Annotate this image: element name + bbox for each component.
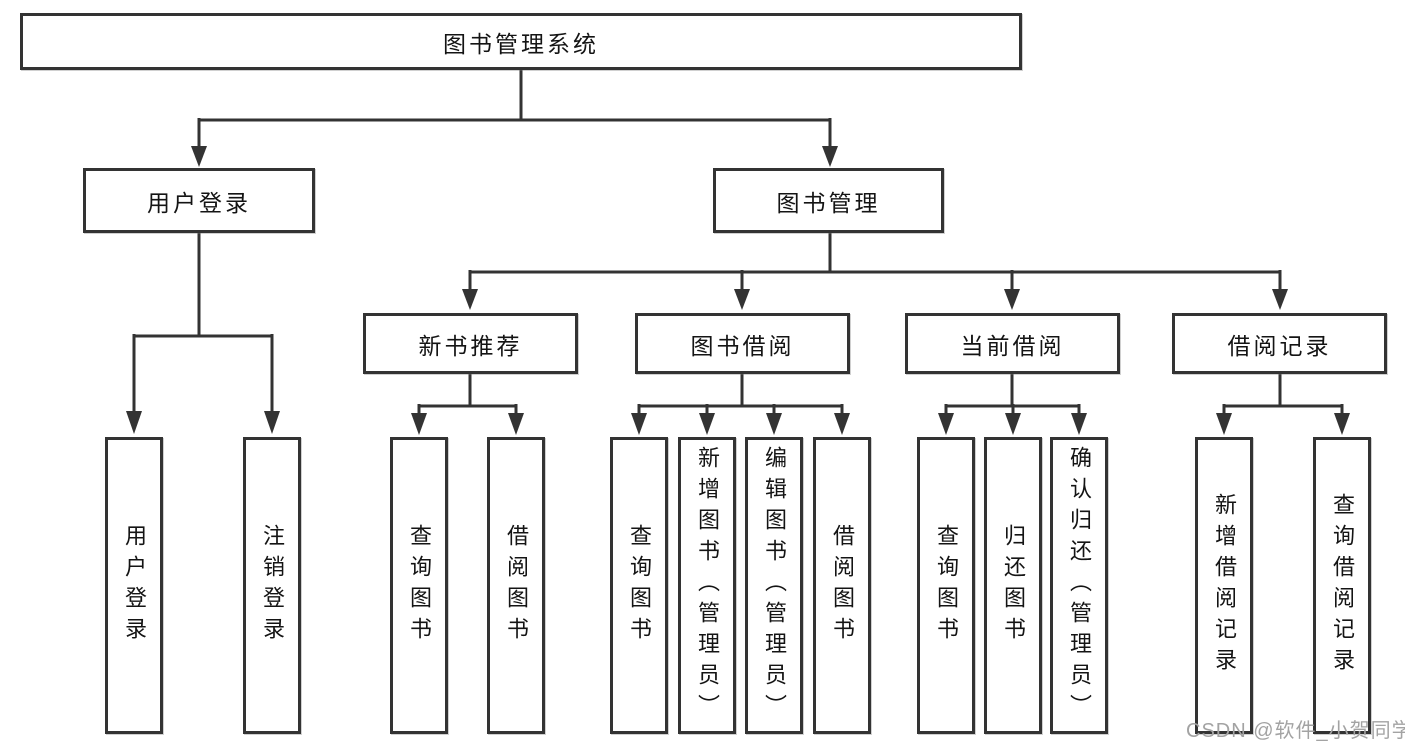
leaf-newbook-borrow-books: 借阅图书: [487, 437, 545, 734]
node-book-management-label: 图书管理: [776, 189, 881, 216]
leaf-borrow-edit-books-admin: 编辑图书（管理员）: [745, 437, 803, 734]
leaf-user-login: 用户登录: [105, 437, 163, 734]
node-root: 图书管理系统: [20, 13, 1022, 70]
leaf-current-confirm-return-admin: 确认归还（管理员）: [1050, 437, 1108, 734]
node-book-management: 图书管理: [713, 168, 944, 233]
node-borrow-records: 借阅记录: [1172, 313, 1387, 374]
node-user-login: 用户登录: [83, 168, 315, 233]
leaf-newbook-query-books-label: 查询图书: [407, 523, 432, 648]
leaf-current-return-books-label: 归还图书: [1001, 523, 1026, 648]
leaf-newbook-query-books: 查询图书: [390, 437, 448, 734]
leaf-current-query-books: 查询图书: [917, 437, 975, 734]
node-current-borrow-label: 当前借阅: [960, 332, 1065, 359]
leaf-records-query-record-label: 查询借阅记录: [1330, 492, 1355, 679]
leaf-user-login-label: 用户登录: [122, 523, 147, 648]
node-new-book-recommend-label: 新书推荐: [418, 332, 523, 359]
leaf-records-add-record: 新增借阅记录: [1195, 437, 1253, 734]
node-book-borrow: 图书借阅: [635, 313, 850, 374]
node-new-book-recommend: 新书推荐: [363, 313, 578, 374]
node-current-borrow: 当前借阅: [905, 313, 1120, 374]
leaf-borrow-query-books-label: 查询图书: [627, 523, 652, 648]
leaf-current-query-books-label: 查询图书: [934, 523, 959, 648]
leaf-borrow-borrow-books-label: 借阅图书: [830, 523, 855, 648]
node-borrow-records-label: 借阅记录: [1227, 332, 1332, 359]
leaf-records-query-record: 查询借阅记录: [1313, 437, 1371, 734]
leaf-borrow-add-books-admin-label: 新增图书（管理员）: [695, 446, 720, 725]
leaf-logout: 注销登录: [243, 437, 301, 734]
node-root-label: 图书管理系统: [443, 30, 599, 57]
leaf-newbook-borrow-books-label: 借阅图书: [504, 523, 529, 648]
leaf-borrow-borrow-books: 借阅图书: [813, 437, 871, 734]
node-user-login-label: 用户登录: [147, 189, 251, 216]
leaf-borrow-add-books-admin: 新增图书（管理员）: [678, 437, 736, 734]
leaf-borrow-edit-books-admin-label: 编辑图书（管理员）: [762, 446, 787, 725]
leaf-logout-label: 注销登录: [260, 523, 285, 648]
csdn-watermark: CSDN @软件_小贺同学: [1186, 720, 1405, 742]
leaf-records-add-record-label: 新增借阅记录: [1212, 492, 1237, 679]
node-book-borrow-label: 图书借阅: [690, 332, 795, 359]
leaf-borrow-query-books: 查询图书: [610, 437, 668, 734]
leaf-current-return-books: 归还图书: [984, 437, 1042, 734]
leaf-current-confirm-return-admin-label: 确认归还（管理员）: [1067, 446, 1092, 725]
